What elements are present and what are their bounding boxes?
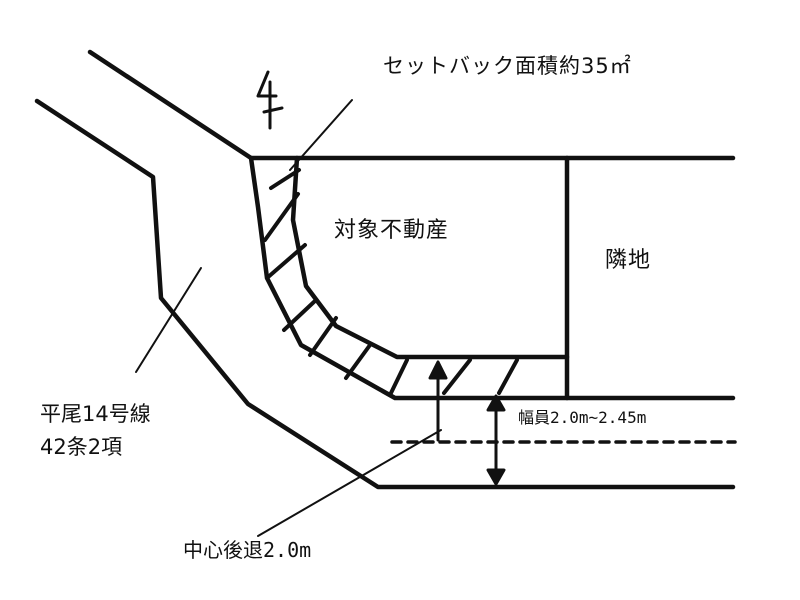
road-width-label: 幅員2.0m~2.45m bbox=[518, 408, 647, 427]
center-setback-arrow bbox=[428, 360, 448, 442]
road-outer-edge bbox=[34, 98, 736, 490]
setback-leader-line bbox=[289, 99, 353, 171]
center-setback-label: 中心後退2.0m bbox=[183, 538, 312, 562]
center-setback-leader-line bbox=[257, 429, 442, 537]
north-arrow-icon bbox=[256, 70, 284, 130]
road-article-label: 42条2項 bbox=[40, 435, 123, 459]
setback-boundary bbox=[290, 155, 570, 360]
setback-hatching bbox=[263, 168, 519, 395]
road-name-label: 平尾14号線 bbox=[40, 402, 151, 426]
setback-area-label: セットバック面積約35㎡ bbox=[383, 54, 632, 78]
road-width-dimension-arrow bbox=[486, 394, 506, 486]
road-leader-line bbox=[135, 267, 202, 373]
neighbor-lot-label: 隣地 bbox=[605, 248, 652, 273]
subject-property-label: 対象不動産 bbox=[334, 218, 450, 243]
